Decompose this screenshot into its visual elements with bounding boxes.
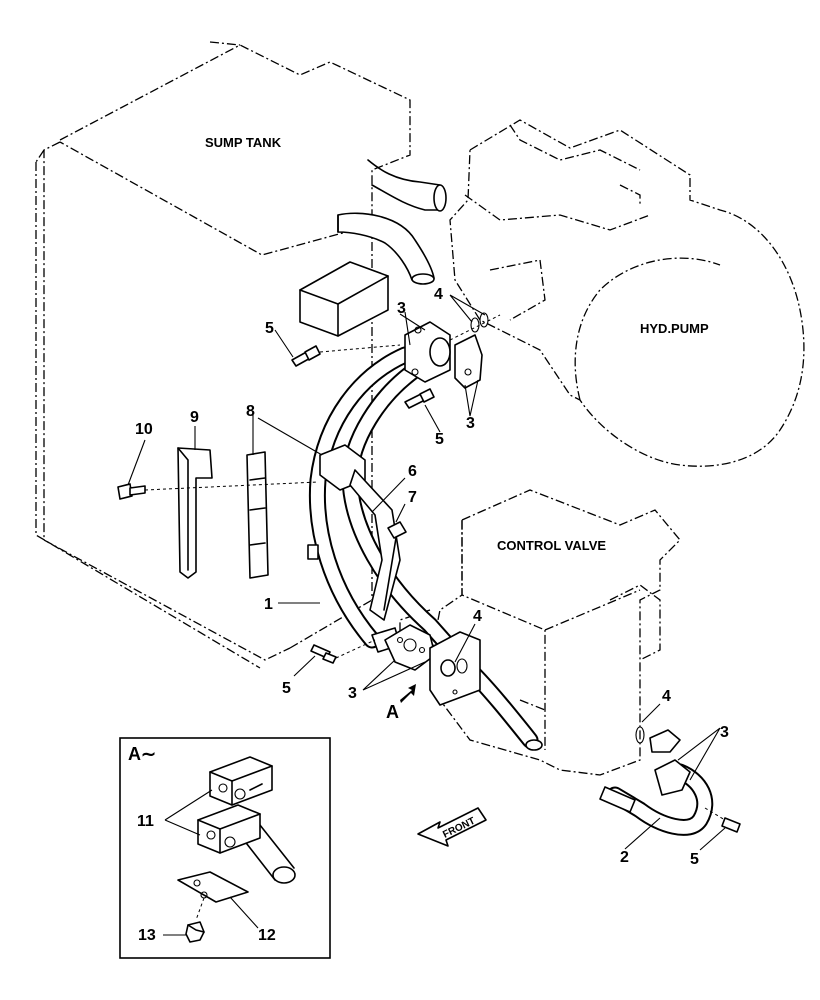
callout-leaders (127, 294, 726, 851)
bracket-nine (177, 447, 213, 579)
tank-return-elbow (337, 159, 447, 285)
callout-6: 6 (408, 463, 417, 480)
clamp-eight (246, 451, 269, 579)
sump-tank-label: SUMP TANK (205, 135, 282, 150)
bolt-ten (117, 481, 319, 500)
callout-5-top: 5 (265, 320, 274, 337)
callout-2: 2 (620, 849, 629, 866)
lower-flange-fittings (371, 624, 481, 706)
callout-4-br: 4 (662, 688, 671, 705)
callout-3-br: 3 (720, 724, 729, 741)
callout-8: 8 (246, 403, 255, 420)
bolt-seven (383, 521, 407, 611)
upper-bolts (291, 344, 435, 409)
rubber-block (299, 261, 389, 337)
callout-3-right: 3 (466, 415, 475, 432)
hyd-pump-label: HYD.PUMP (640, 321, 709, 336)
upper-flange-fittings (404, 312, 501, 389)
hose-assembly (308, 346, 543, 751)
inset-view-a: A∼ 11 12 13 (119, 737, 331, 959)
view-a-arrow (400, 684, 416, 703)
tube-two-assembly (599, 726, 741, 836)
front-direction-arrow: FRONT (417, 807, 487, 847)
inset-title: A∼ (128, 744, 156, 764)
callout-11: 11 (137, 813, 154, 830)
lower-left-bolt (310, 639, 376, 664)
callout-3-top: 3 (397, 300, 406, 317)
callout-7: 7 (408, 489, 417, 506)
callout-13: 13 (138, 927, 156, 944)
callout-5-mid: 5 (435, 431, 444, 448)
callout-5-br: 5 (690, 851, 699, 868)
callout-4-top: 4 (434, 286, 443, 303)
callout-1: 1 (264, 596, 273, 613)
callout-9: 9 (190, 409, 199, 426)
hydraulic-pump-outline (449, 119, 805, 467)
callout-5-left: 5 (282, 680, 291, 697)
callout-3-mid: 3 (348, 685, 357, 702)
callout-4-mid: 4 (473, 608, 482, 625)
control-valve-label: CONTROL VALVE (497, 538, 606, 553)
view-a-label: A (386, 702, 399, 722)
callout-12: 12 (258, 927, 276, 944)
callout-10: 10 (135, 421, 153, 438)
